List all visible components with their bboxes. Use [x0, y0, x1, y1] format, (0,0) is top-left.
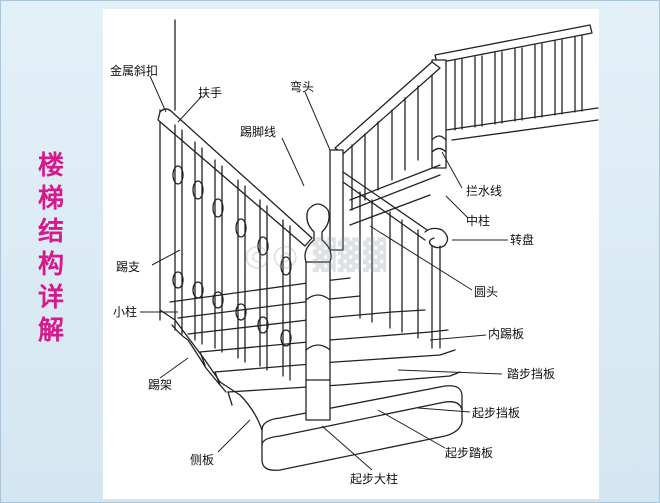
label-stringer-frame: 踢架: [148, 378, 173, 392]
title-char: 梯: [37, 184, 64, 214]
label-baluster: 踢支: [116, 260, 141, 274]
label-round-head: 圆头: [474, 285, 499, 299]
label-kick-line: 踢脚线: [240, 125, 277, 139]
title-char: 构: [37, 250, 64, 280]
watermark: ◎◎ ▓▓▓: [244, 238, 389, 273]
turning-plate-scroll: [424, 227, 449, 249]
title-char: 详: [37, 283, 64, 313]
upper-flight-handrail: [334, 61, 441, 155]
label-turning-plate: 转盘: [510, 233, 535, 247]
label-middle-post: 中柱: [466, 214, 491, 228]
side-board: [159, 309, 263, 431]
stringer-detail: [171, 324, 227, 393]
title-char: 楼: [37, 151, 64, 181]
label-side-board: 侧板: [190, 453, 215, 467]
title-char: 解: [37, 316, 64, 346]
newel-detail: [305, 294, 331, 381]
label-inner-riser: 内踢板: [488, 327, 525, 341]
leader-lines: [140, 75, 508, 471]
upper-steps: [349, 164, 441, 226]
middle-post-shape: [431, 59, 447, 169]
landing-balusters: [359, 191, 419, 339]
upper-handrail: [434, 24, 593, 64]
start-step: [261, 385, 463, 471]
label-gooseneck: 弯头: [290, 80, 315, 94]
middle-post-detail: [431, 135, 447, 153]
upper-floor-edge: [451, 119, 599, 141]
main-handrail: [157, 108, 313, 247]
label-handrail: 扶手: [198, 86, 223, 100]
label-start-riser: 起步挡板: [472, 406, 521, 420]
newel-cap: [304, 203, 332, 263]
newel-post: [305, 259, 331, 421]
gooseneck-post: [329, 149, 344, 251]
page-title: 楼 梯 结 构 详 解: [34, 150, 68, 348]
label-start-tread: 起步踏板: [445, 446, 494, 460]
upper-balusters: [454, 35, 583, 131]
label-newel-post: 起步大柱: [350, 472, 399, 486]
label-metal-ramp: 金属斜扣: [110, 64, 159, 78]
title-char: 结: [37, 217, 64, 247]
start-step-edge: [261, 401, 463, 446]
label-small-post: 小柱: [113, 305, 138, 319]
label-water-line: 拦水线: [466, 184, 503, 198]
label-tread-riser: 踏步挡板: [507, 367, 556, 381]
